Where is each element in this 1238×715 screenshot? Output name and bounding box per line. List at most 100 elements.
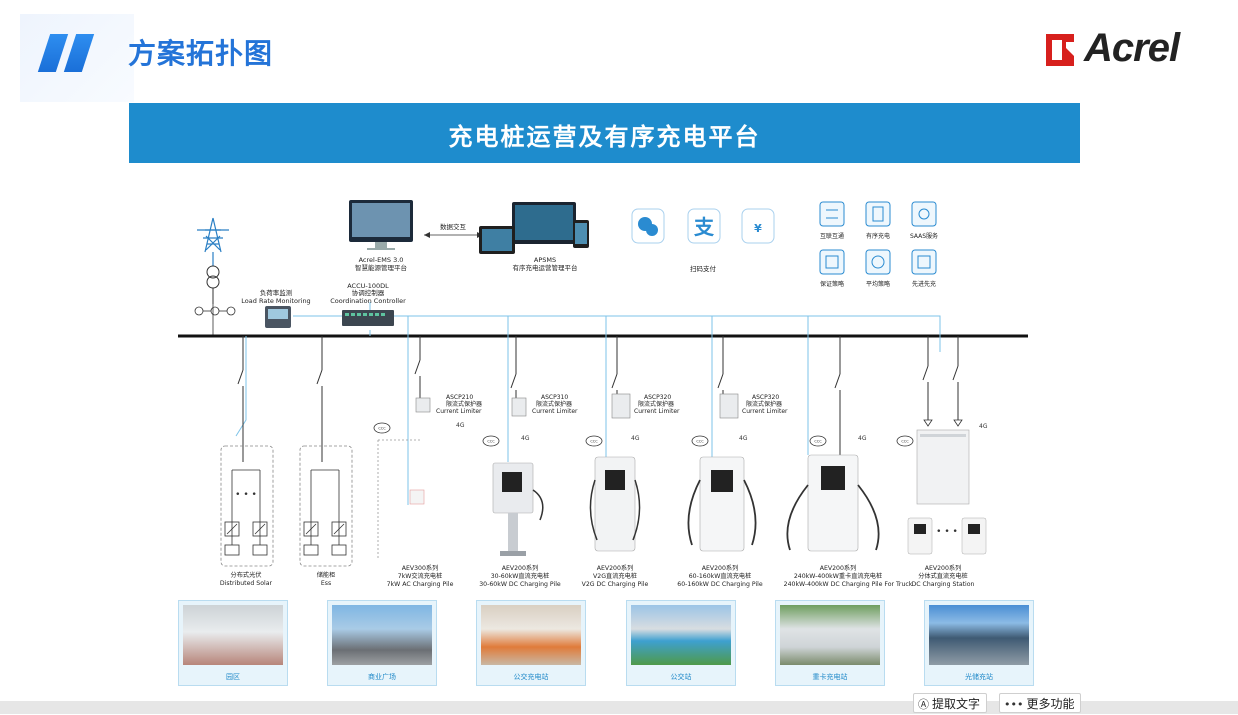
col-5-l1: AEV200系列 xyxy=(597,564,634,572)
limiter-2-model: ASCP310 xyxy=(541,394,568,401)
apsms-desc: 有序充电运营管理平台 xyxy=(513,263,578,272)
col-4-l2: 30-60kW直流充电桩 xyxy=(491,572,550,580)
feature-label-1: 互联互通 xyxy=(820,232,844,240)
signal-4g-1: 4G xyxy=(456,422,465,429)
alipay-icon xyxy=(687,208,721,244)
signal-4g-3: 4G xyxy=(631,435,640,442)
dc-charger-truck xyxy=(786,454,880,552)
col-4-l3: 30-60kW DC Charging Pile xyxy=(479,581,561,588)
col-7-l3: 240kW-400kW DC Charging Pile For Truck xyxy=(784,581,913,588)
limiter-4-model: ASCP320 xyxy=(752,394,779,401)
v2g-dc-charger xyxy=(589,456,641,552)
svg-text:• • •: • • • xyxy=(235,490,257,500)
feeder-switches xyxy=(237,336,959,462)
topology-diagram: • • • 负荷率监测 Load Rate Monitoring ACCU-10… xyxy=(178,200,1028,588)
col-7-l1: AEV200系列 xyxy=(820,564,857,572)
photo-card-solar-storage: 光储充站 xyxy=(924,600,1034,686)
banner: 充电桩运营及有序充电平台 xyxy=(129,103,1080,163)
feature-label-3: SAAS服务 xyxy=(910,232,938,240)
feature-label-4: 保证策略 xyxy=(820,280,844,288)
svg-text:支: 支 xyxy=(694,215,715,239)
signal-4g-2: 4G xyxy=(521,435,530,442)
limiter-4-en: Current Limiter xyxy=(742,408,788,415)
photo-card-bus-charging: 公交充电站 xyxy=(476,600,586,686)
dc-charging-station xyxy=(907,429,987,555)
ccc-label-5: CCC xyxy=(814,440,822,444)
ccc-label-4: CCC xyxy=(696,440,704,444)
limiter-1-cn: 限流式保护器 xyxy=(446,400,482,408)
ocr-label: 提取文字 xyxy=(932,697,981,711)
page-title: 方案拓扑图 xyxy=(128,37,274,70)
exchange-label: 数据交互 xyxy=(440,222,467,231)
solar-group-box xyxy=(220,445,274,567)
feature-label-5: 平均策略 xyxy=(866,280,890,288)
transformer-icon xyxy=(206,265,220,304)
limiter-2-cn: 限流式保护器 xyxy=(536,400,572,408)
load-monitor-en: Load Rate Monitoring xyxy=(241,297,310,305)
col-8-l2: 分体式直流充电桩 xyxy=(918,572,968,580)
limiter-2-en: Current Limiter xyxy=(532,408,578,415)
banner-title: 充电桩运营及有序充电平台 xyxy=(448,123,761,151)
ccc-label-3: CCC xyxy=(590,440,598,444)
svg-text:¥: ¥ xyxy=(754,222,762,235)
feature-label-6: 先进先充 xyxy=(912,280,936,288)
apsms-devices-icon xyxy=(479,202,589,254)
signal-4g-5: 4G xyxy=(858,435,867,442)
current-limiter-devices xyxy=(415,393,739,419)
coord-en: Coordination Controller xyxy=(330,297,406,305)
ems-desc: 智慧能源管理平台 xyxy=(355,263,407,272)
photo-caption: 光储充站 xyxy=(965,673,993,681)
col-6-l3: 60-160kW DC Charging Pile xyxy=(677,581,763,588)
svg-text:• • •: • • • xyxy=(936,527,958,537)
col-3-l3: 7kW AC Charging Pile xyxy=(387,581,454,588)
col-6-l2: 60-160kW直流充电桩 xyxy=(689,572,752,580)
transmission-tower-icon xyxy=(197,217,229,266)
limiter-3-en: Current Limiter xyxy=(634,408,680,415)
photo-card-plaza: 商业广场 xyxy=(327,600,437,686)
ccc-badges xyxy=(373,422,914,447)
photo-card-truck: 重卡充电站 xyxy=(775,600,885,686)
payment-label: 扫码支付 xyxy=(690,264,717,273)
photo-card-bus-station: 公交站 xyxy=(626,600,736,686)
brand-name: Acrel xyxy=(1084,26,1180,70)
col-1-l1: 分布式光伏 xyxy=(231,571,262,579)
more-dots-icon: ••• xyxy=(1004,698,1024,711)
ems-name: Acrel-EMS 3.0 xyxy=(359,256,404,264)
col-2-l2: Ess xyxy=(321,580,331,587)
coordination-controller-device xyxy=(342,310,394,326)
dc-charger-60-160kw xyxy=(687,456,757,552)
col-2-l1: 储能柜 xyxy=(317,571,336,579)
limiter-3-cn: 限流式保护器 xyxy=(638,400,674,408)
text-extract-icon: Ⓐ xyxy=(918,698,929,711)
ccc-label-2: CCC xyxy=(487,440,495,444)
col-8-l1: AEV200系列 xyxy=(925,564,962,572)
col-3-l2: 7kW交流充电桩 xyxy=(398,572,443,580)
more-button[interactable]: •••更多功能 xyxy=(999,693,1082,713)
col-5-l3: V2G DC Charging Pile xyxy=(582,581,649,588)
load-monitor-cn: 负荷率监测 xyxy=(260,288,293,297)
ess-group-box xyxy=(299,445,353,567)
limiter-4-cn: 限流式保护器 xyxy=(746,400,782,408)
coord-model: ACCU-100DL xyxy=(347,282,389,290)
apsms-name: APSMS xyxy=(534,256,556,264)
ems-monitor-icon xyxy=(349,200,413,250)
meter-symbols-icon xyxy=(194,304,236,336)
col-7-l2: 240kW-400kW重卡直流充电桩 xyxy=(794,572,882,580)
photo-caption: 重卡充电站 xyxy=(812,673,848,681)
limiter-1-en: Current Limiter xyxy=(436,408,482,415)
more-label: 更多功能 xyxy=(1026,697,1075,711)
limiter-1-model: ASCP210 xyxy=(446,394,473,401)
acrel-logo-icon xyxy=(1046,34,1074,66)
photo-caption: 公交站 xyxy=(670,673,692,681)
col-8-l3: DC Charging Station xyxy=(912,581,975,588)
ccc-label-6: CCC xyxy=(901,440,909,444)
photo-caption: 园区 xyxy=(226,673,240,681)
limiter-3-model: ASCP320 xyxy=(644,394,671,401)
photo-caption: 公交充电站 xyxy=(513,673,549,681)
col-5-l2: V2G直流充电桩 xyxy=(593,572,637,580)
col-6-l1: AEV200系列 xyxy=(702,564,739,572)
col-4-l1: AEV200系列 xyxy=(502,564,539,572)
feature-label-2: 有序充电 xyxy=(866,232,890,240)
col-1-l2: Distributed Solar xyxy=(220,580,273,587)
